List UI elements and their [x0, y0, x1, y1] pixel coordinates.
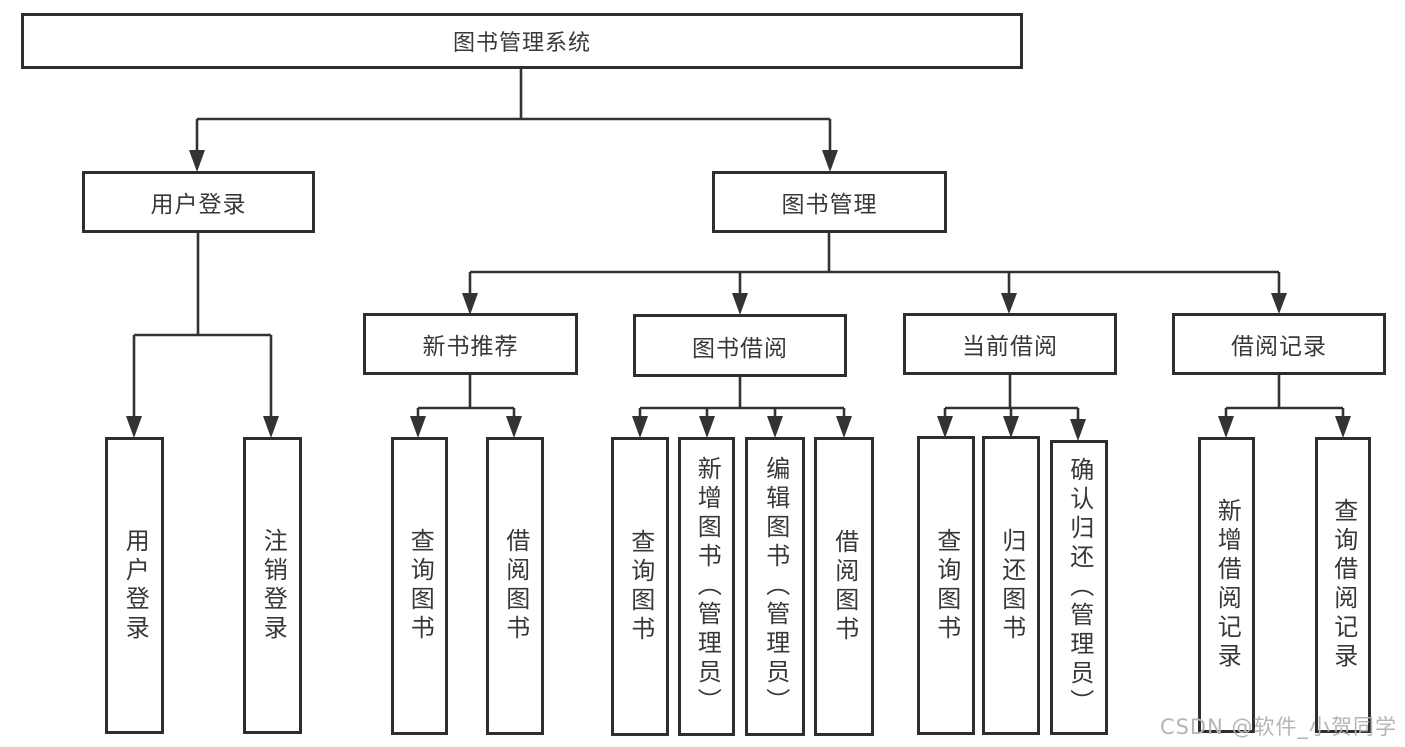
- leaf-records-add-record: 新增借阅记录: [1198, 437, 1255, 733]
- node-library-system: 图书管理系统: [21, 13, 1023, 69]
- leaf-recommend-borrow-books: 借阅图书: [486, 437, 544, 735]
- node-book-management: 图书管理: [712, 171, 947, 233]
- leaf-records-query-record-label: 查询借阅记录: [1329, 498, 1358, 672]
- leaf-current-confirm-return-label: 确认归还（管理员）: [1065, 457, 1094, 718]
- leaf-borrow-edit-books: 编辑图书（管理员）: [745, 437, 805, 736]
- node-current-borrow-label: 当前借阅: [962, 334, 1058, 360]
- leaf-current-return-books: 归还图书: [982, 436, 1040, 735]
- csdn-watermark: CSDN @软件_小贺同学: [1159, 715, 1397, 739]
- node-user-login-label: 用户登录: [150, 192, 247, 218]
- leaf-records-query-record: 查询借阅记录: [1315, 437, 1371, 733]
- node-current-borrow: 当前借阅: [903, 313, 1117, 375]
- leaf-records-add-record-label: 新增借阅记录: [1213, 498, 1242, 672]
- leaf-recommend-query-books-label: 查询图书: [406, 528, 435, 644]
- node-book-borrow-label: 图书借阅: [692, 335, 788, 362]
- leaf-logout-label: 注销登录: [259, 527, 288, 644]
- node-borrow-records-label: 借阅记录: [1231, 334, 1327, 360]
- leaf-borrow-add-books-label: 新增图书（管理员）: [693, 456, 722, 717]
- leaf-logout: 注销登录: [243, 437, 302, 734]
- node-book-borrow: 图书借阅: [633, 314, 847, 377]
- leaf-borrow-query-books: 查询图书: [611, 437, 669, 736]
- leaf-borrow-query-books-label: 查询图书: [626, 528, 655, 645]
- leaf-borrow-edit-books-label: 编辑图书（管理员）: [761, 456, 790, 717]
- leaf-borrow-add-books: 新增图书（管理员）: [678, 437, 735, 736]
- leaf-current-return-books-label: 归还图书: [997, 527, 1026, 644]
- node-user-login: 用户登录: [82, 171, 315, 233]
- leaf-user-login: 用户登录: [105, 437, 164, 734]
- leaf-borrow-borrow-books: 借阅图书: [814, 437, 874, 736]
- leaf-recommend-borrow-books-label: 借阅图书: [501, 528, 530, 644]
- node-new-book-recommend-label: 新书推荐: [422, 334, 519, 360]
- node-book-management-label: 图书管理: [781, 192, 878, 218]
- leaf-current-query-books-label: 查询图书: [932, 527, 961, 644]
- leaf-current-query-books: 查询图书: [917, 436, 975, 735]
- leaf-borrow-borrow-books-label: 借阅图书: [830, 528, 859, 645]
- node-library-system-label: 图书管理系统: [452, 31, 591, 56]
- leaf-recommend-query-books: 查询图书: [391, 437, 448, 735]
- node-new-book-recommend: 新书推荐: [363, 313, 578, 375]
- node-borrow-records: 借阅记录: [1172, 313, 1386, 375]
- arrowheads: [126, 150, 1351, 441]
- leaf-user-login-label: 用户登录: [121, 527, 150, 644]
- leaf-current-confirm-return: 确认归还（管理员）: [1050, 440, 1108, 735]
